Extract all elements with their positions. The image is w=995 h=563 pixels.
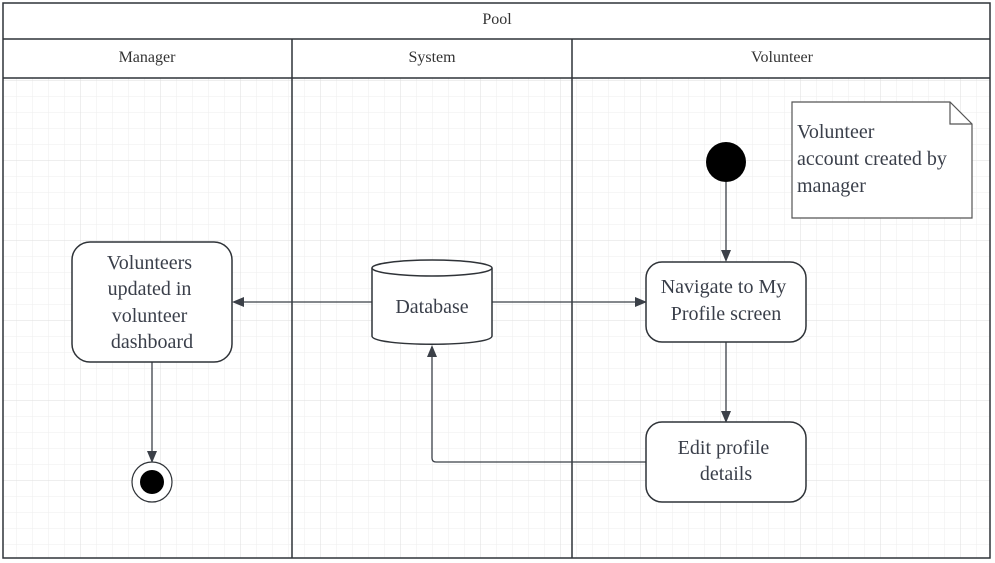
note-shape	[791, 101, 973, 219]
note-line-2: account created by	[797, 148, 947, 170]
activity-volunteers-updated-line-2: updated in	[108, 278, 192, 300]
note-fold	[949, 102, 972, 125]
activity-volunteers-updated-shape	[71, 241, 233, 363]
activity-volunteers-updated-line-4: dashboard	[111, 331, 193, 353]
activity-edit-profile-line-2: details	[700, 463, 752, 485]
activity-edit-profile: Edit profile details	[645, 421, 807, 503]
activity-edit-profile-line-1: Edit profile	[678, 437, 770, 459]
activity-volunteers-updated-line-1: Volunteers	[107, 252, 192, 274]
arrow-edit-to-database	[427, 345, 646, 463]
database-node: Database	[371, 259, 493, 345]
database-body	[371, 268, 493, 345]
activity-volunteers-updated-line-3: volunteer	[112, 305, 188, 327]
lane-label-system: System	[408, 49, 456, 66]
database-top	[371, 259, 493, 277]
activity-navigate-profile-line-1: Navigate to My	[661, 276, 787, 298]
note-line-3: manager	[797, 175, 866, 197]
lane-label-manager: Manager	[119, 49, 177, 66]
svg-text:Volunteers updated in: Volunteers updated in volunteer dashboar…	[107, 252, 197, 353]
svg-text:Navigate to My Profile s: Navigate to My Profile screen	[661, 276, 792, 325]
end-node	[131, 461, 173, 503]
lane-label-volunteer: Volunteer	[751, 49, 814, 66]
svg-text:Edit profile details: Edit profile details	[678, 437, 775, 485]
svg-text:Volunteer account create: Volunteer account created by manager	[797, 121, 952, 197]
database-label: Database	[395, 296, 468, 318]
activity-edit-profile-shape	[645, 421, 807, 503]
activity-volunteers-updated: Volunteers updated in volunteer dashboar…	[71, 241, 233, 363]
start-node	[706, 142, 746, 182]
activity-navigate-profile: Navigate to My Profile screen	[645, 261, 807, 343]
pool-title: Pool	[482, 11, 512, 28]
note-line-1: Volunteer	[797, 121, 875, 143]
end-node-inner	[140, 470, 164, 494]
note: Volunteer account created by manager	[791, 101, 973, 219]
activity-navigate-profile-shape	[645, 261, 807, 343]
activity-navigate-profile-line-2: Profile screen	[671, 303, 782, 325]
